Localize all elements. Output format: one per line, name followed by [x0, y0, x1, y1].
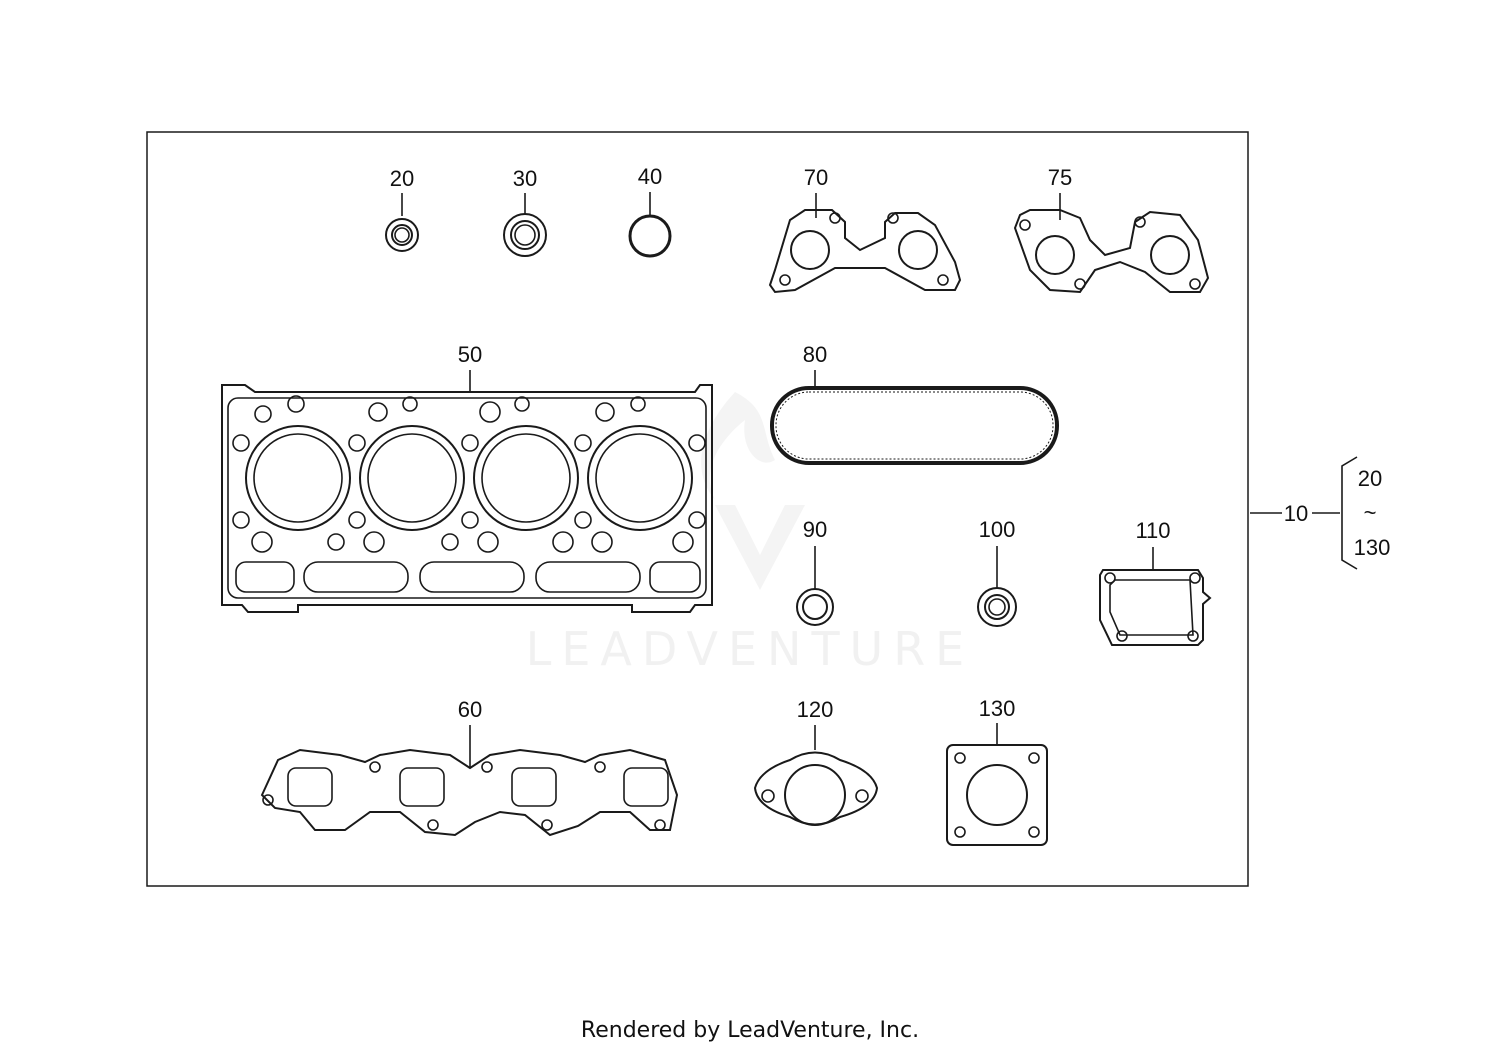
- part-label-90: 90: [803, 517, 827, 542]
- kit-range-to: 130: [1354, 535, 1391, 560]
- part-label-50: 50: [458, 342, 482, 367]
- diagram-frame: [146, 131, 1249, 887]
- part-75-manifold-gasket: [1013, 193, 1210, 294]
- part-label-20: 20: [390, 166, 414, 191]
- part-30-seal: [503, 193, 547, 257]
- part-label-70: 70: [804, 165, 828, 190]
- part-label-30: 30: [513, 166, 537, 191]
- part-80-cover-gasket: [770, 370, 1059, 465]
- kit-callout: [1250, 456, 1358, 570]
- kit-range-tilde: ~: [1364, 500, 1377, 525]
- part-label-75: 75: [1048, 165, 1072, 190]
- part-label-120: 120: [797, 697, 834, 722]
- watermark-logo: LEADVENTURE: [526, 392, 975, 676]
- footer-credit: Rendered by LeadVenture, Inc.: [580, 1018, 920, 1043]
- part-40-o-ring: [628, 192, 672, 258]
- part-label-80: 80: [803, 342, 827, 367]
- part-label-10: 10: [1284, 501, 1308, 526]
- part-60-exhaust-gasket: [260, 725, 679, 837]
- watermark-text: LEADVENTURE: [526, 622, 975, 676]
- part-100-seal: [977, 546, 1017, 627]
- part-20-seal: [385, 193, 419, 252]
- part-50-head-gasket: [221, 370, 713, 613]
- kit-range-from: 20: [1358, 466, 1382, 491]
- part-130-square-gasket: [946, 723, 1048, 846]
- part-label-110: 110: [1135, 518, 1170, 543]
- part-90-ring: [796, 546, 834, 626]
- part-label-60: 60: [458, 697, 482, 722]
- part-label-130: 130: [979, 696, 1016, 721]
- part-70-manifold-gasket: [768, 193, 962, 294]
- part-label-40: 40: [638, 164, 662, 189]
- part-120-flange-gasket: [753, 725, 879, 826]
- part-label-100: 100: [979, 517, 1016, 542]
- part-110-thermostat-gasket: [1099, 547, 1212, 646]
